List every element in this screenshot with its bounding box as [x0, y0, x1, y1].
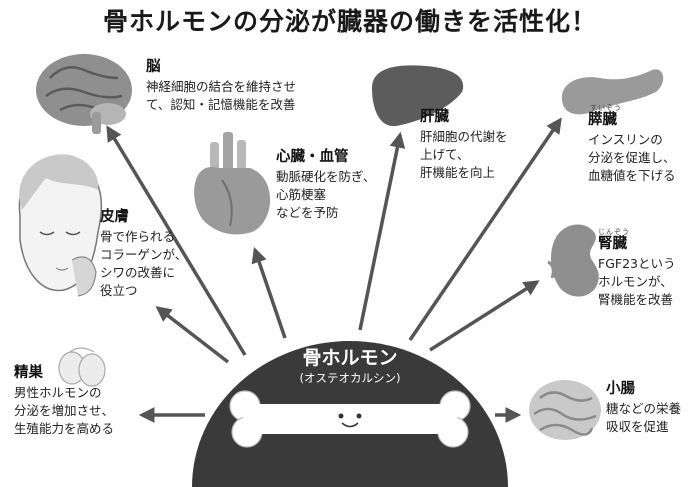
brain-desc: 神経細胞の結合を維持させ て、認知・記憶機能を改善 [146, 79, 297, 113]
liver-name: 肝臓 [420, 109, 449, 125]
testes-icon [58, 347, 106, 387]
kidney-name: 腎臓 [598, 236, 627, 252]
page-title: 骨ホルモンの分泌が臓器の働きを活性化！ [102, 7, 597, 36]
kidney-reading: じんぞう [598, 228, 630, 236]
heart-desc: 動脈硬化を防ぎ、 心筋梗塞 などを予防 [276, 169, 376, 221]
arrow-to-brain [106, 125, 247, 356]
liver-desc: 肝細胞の代謝を 上げて、 肝機能を向上 [420, 129, 508, 181]
heart-icon [194, 132, 271, 235]
label-liver: 肝臓 肝細胞の代謝を 上げて、 肝機能を向上 [420, 107, 508, 182]
skin-desc: 骨で作られる コラーゲンが、 シワの改善に 役立つ [100, 229, 188, 299]
bone-face [338, 413, 362, 428]
arrow-to-pancreas [408, 117, 562, 341]
pancreas-name: 膵臓 [588, 112, 617, 128]
center-subtitle: (オステオカルシン) [299, 371, 401, 385]
arrow-to-kidney [429, 280, 540, 352]
brain-icon [36, 54, 132, 134]
label-heart: 心臓・血管 動脈硬化を防ぎ、 心筋梗塞 などを予防 [276, 147, 375, 222]
face-icon [18, 154, 103, 297]
pancreas-reading: すいぞう [590, 104, 622, 112]
intestine-desc: 糖などの栄養 吸収を促進 [606, 401, 682, 435]
arrow-to-heart [251, 247, 287, 339]
pancreas-desc: インスリンの 分泌を促進し、 血糖値を下げる [588, 132, 676, 184]
label-pancreas: 膵臓 インスリンの 分泌を促進し、 血糖値を下げる [588, 110, 676, 185]
kidney-desc: FGF23という ホルモンが、 腎機能を改善 [598, 256, 676, 308]
testes-desc: 男性ホルモンの 分泌を増加させ、 生殖能力を高める [14, 385, 115, 437]
small-intestine-icon [529, 380, 601, 440]
label-intestine: 小腸 糖などの栄養 吸収を促進 [606, 379, 681, 436]
skin-name: 皮膚 [100, 209, 129, 225]
label-testes: 精巣 男性ホルモンの 分泌を増加させ、 生殖能力を高める [14, 363, 114, 438]
brain-name: 脳 [146, 59, 161, 75]
testes-name: 精巣 [14, 365, 43, 381]
liver-icon [372, 65, 464, 127]
label-kidney: 腎臓 FGF23という ホルモンが、 腎機能を改善 [598, 234, 675, 309]
intestine-name: 小腸 [606, 381, 635, 397]
kidney-icon [547, 224, 599, 297]
bone-character-icon [229, 390, 471, 448]
heart-name: 心臓・血管 [276, 149, 349, 165]
arrow-to-liver [358, 131, 406, 331]
arrows [106, 117, 562, 423]
label-skin: 皮膚 骨で作られる コラーゲンが、 シワの改善に 役立つ [100, 207, 187, 301]
label-brain: 脳 神経細胞の結合を維持させ て、認知・記憶機能を改善 [146, 57, 296, 114]
pancreas-icon [561, 69, 664, 115]
arrow-to-skin [155, 306, 230, 364]
center-title: 骨ホルモン [302, 347, 398, 369]
